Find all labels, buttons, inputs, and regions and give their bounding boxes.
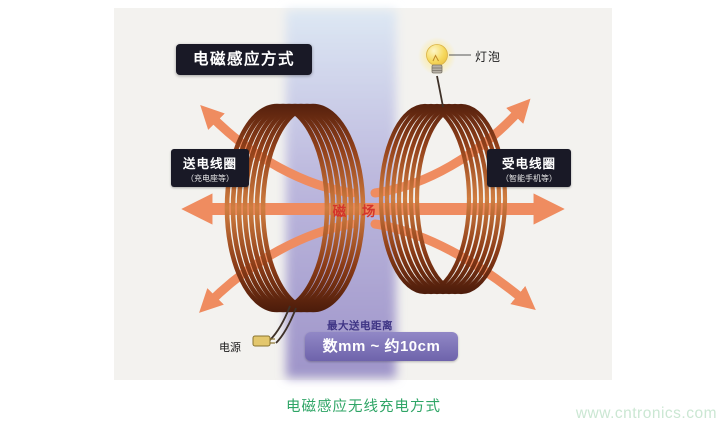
arrow-up-left [200, 104, 357, 198]
magnetic-field-label: 磁 场 [332, 204, 382, 219]
receive-coil-label: 受电线圈 （智能手机等） [487, 149, 571, 187]
bulb-label: 灯泡 [475, 50, 502, 64]
site-watermark: www.cntronics.com [575, 405, 717, 422]
transmit-coil-label: 送电线圈 （充电座等） [171, 149, 249, 187]
receive-coil-name: 受电线圈 [501, 156, 556, 171]
transmit-coil-sublabel: （充电座等） [186, 173, 234, 183]
power-plug-icon [252, 335, 275, 347]
arrow-down-left [199, 219, 357, 313]
receive-coil [378, 103, 508, 295]
bulb-icon [418, 37, 471, 75]
distance-value-badge: 数mm ~ 约10cm [305, 332, 458, 361]
receive-coil-sublabel: （智能手机等） [501, 173, 557, 183]
transmit-coil [224, 103, 366, 313]
power-wire [269, 305, 297, 344]
max-distance-label: 最大送电距离 [327, 320, 393, 332]
transmit-coil-name: 送电线圈 [182, 156, 237, 171]
figure-caption: 电磁感应无线充电方式 [286, 399, 441, 415]
power-source-label: 电源 [219, 342, 241, 354]
bulb-wire [436, 75, 444, 108]
diagram-title: 电磁感应方式 [176, 44, 312, 75]
